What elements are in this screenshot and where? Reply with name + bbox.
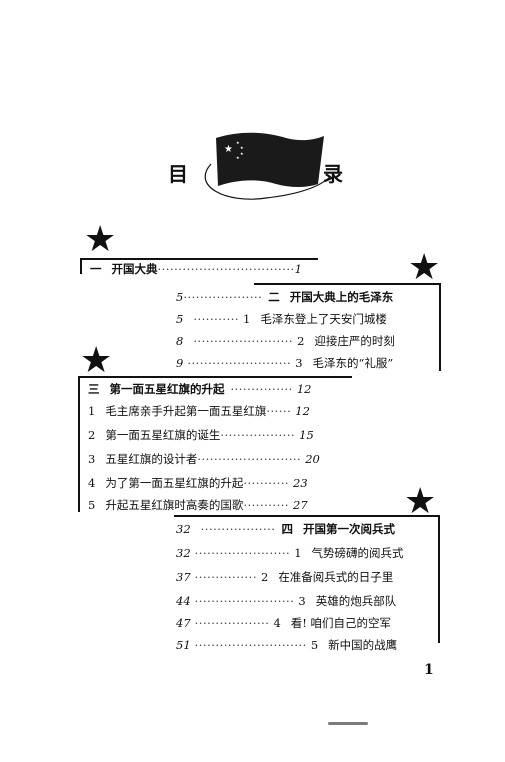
flag-swoosh-arc: [204, 163, 332, 200]
toc-entry[interactable]: 5 升起五星红旗时高奏的国歌 ··········· 27: [88, 498, 308, 512]
toc-entry[interactable]: 32 ······················· 1 气势磅礴的阅兵式: [176, 546, 404, 560]
toc-section-1[interactable]: 一 开国大典 ·································…: [90, 262, 302, 276]
svg-text:★: ★: [240, 145, 244, 150]
toc-entry[interactable]: 5 ··········· 1 毛泽东登上了天安门城楼: [176, 312, 387, 326]
section-1-rule-top: [80, 258, 318, 260]
toc-entry[interactable]: 44 ························ 3 英雄的炮兵部队: [176, 594, 397, 608]
svg-text:★: ★: [236, 140, 240, 145]
toc-entry[interactable]: 2 第一面五星红旗的诞生 ·················· 15: [88, 428, 314, 442]
flag-cloth: [216, 132, 324, 187]
toc-section-3[interactable]: 三 第一面五星红旗的升起 ··············· 12: [88, 382, 312, 396]
toc-section-2[interactable]: 5 ··················· 二 开国大典上的毛泽东: [176, 290, 394, 304]
toc-entry[interactable]: 4 为了第一面五星红旗的升起 ··········· 23: [88, 476, 308, 490]
svg-text:★: ★: [236, 155, 240, 160]
toc-heading-right: 录: [323, 162, 343, 186]
toc-entry[interactable]: 9 ························· 3 毛泽东的“礼服”: [176, 356, 394, 370]
scan-smudge: [328, 722, 368, 725]
section-3-rule-top: [78, 376, 352, 378]
toc-entry[interactable]: 47 ·················· 4 看! 咱们自己的空军: [176, 616, 392, 630]
star-icon: ★: [84, 219, 117, 260]
toc-entry[interactable]: 51 ··························· 5 新中国的战鹰: [176, 638, 398, 652]
page-number: 1: [424, 662, 434, 678]
star-icon: ★: [404, 481, 437, 522]
toc-section-4[interactable]: 32 ·················· 四 开国第一次阅兵式: [176, 522, 395, 536]
flag-emblem: ★ ★ ★ ★ ★: [204, 132, 332, 200]
section-2-rule-right: [439, 283, 441, 371]
section-2-rule-top: [254, 283, 440, 285]
section-4-rule-top: [174, 515, 439, 517]
section-1-rule-left: [80, 258, 82, 274]
star-icon: ★: [80, 340, 113, 381]
toc-entry[interactable]: 8 ························ 2 迎接庄严的时刻: [176, 334, 395, 348]
flag-star-icon: ★: [224, 144, 233, 155]
toc-entry[interactable]: 37 ··············· 2 在准备阅兵式的日子里: [176, 570, 394, 584]
section-4-rule-right: [438, 515, 440, 643]
toc-entry[interactable]: 1 毛主席亲手升起第一面五星红旗 ······ 12: [88, 404, 310, 418]
toc-heading-left: 目: [168, 162, 188, 186]
svg-text:★: ★: [240, 151, 244, 156]
section-3-rule-left: [78, 376, 80, 512]
toc-entry[interactable]: 3 五星红旗的设计者 ························· 20: [88, 452, 320, 466]
star-icon: ★: [408, 247, 441, 288]
